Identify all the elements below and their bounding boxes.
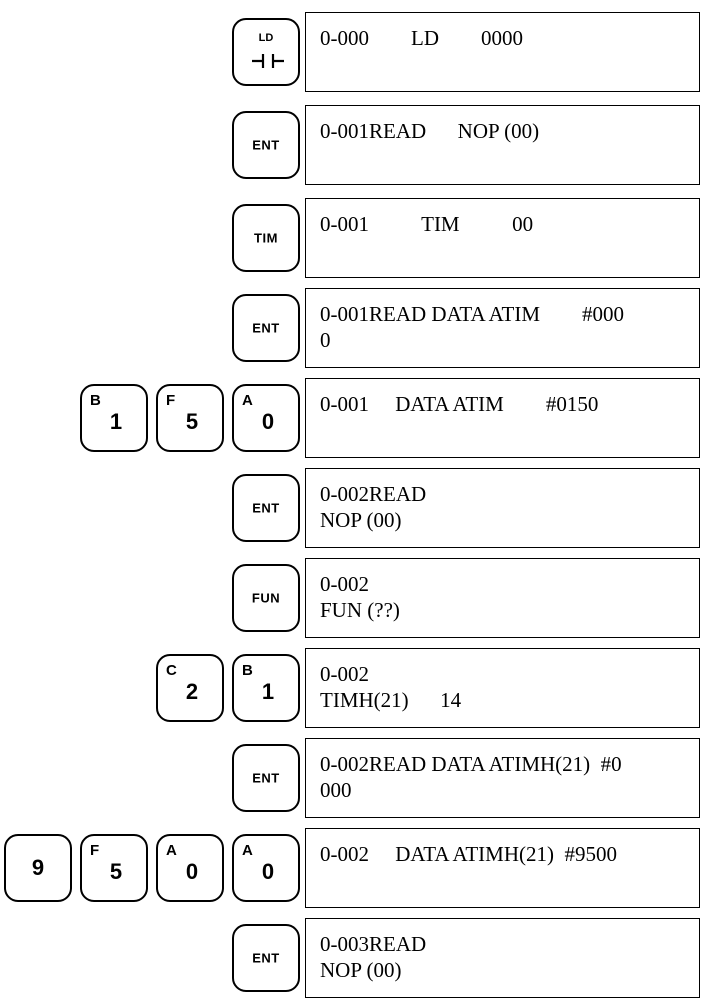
key-hex-label: A (242, 842, 253, 859)
key-digit: 1 (109, 408, 123, 434)
key-label: ENT (252, 950, 280, 966)
lcd-display: 0-001READ NOP (00) (305, 105, 700, 185)
key-hex-label: C (166, 662, 177, 679)
key-digit: 0 (261, 408, 275, 434)
display-line-1: 0-002READ DATA ATIMH(21) #0 (320, 752, 622, 776)
key-hex-label: F (166, 392, 176, 409)
display-line-2: NOP (00) (320, 508, 402, 532)
display-line-2: 0 (320, 328, 331, 352)
digit-key-9[interactable]: 9 (4, 834, 72, 902)
display-line-1: 0-002READ (320, 482, 427, 506)
key-digit: 0 (185, 858, 199, 884)
display-line-1: 0-001READ DATA ATIM #000 (320, 302, 624, 326)
display-line-1: 0-000 LD 0000 (320, 26, 523, 50)
ent-key[interactable]: ENT (232, 744, 300, 812)
ent-key[interactable]: ENT (232, 474, 300, 542)
key-digit: 2 (185, 678, 199, 704)
display-line-1: 0-001 TIM 00 (320, 212, 534, 236)
key-label: ENT (252, 137, 280, 153)
key-hex-label: B (242, 662, 253, 679)
key-digit: 0 (261, 858, 275, 884)
tim-key[interactable]: TIM (232, 204, 300, 272)
key-digit: 1 (261, 678, 275, 704)
display-line-2: NOP (00) (320, 958, 402, 982)
lcd-display: 0-001 TIM 00 (305, 198, 700, 278)
display-line-1: 0-003READ (320, 932, 427, 956)
key-digit: 5 (185, 408, 199, 434)
key-label: ENT (252, 770, 280, 786)
display-line-1: 0-002 DATA ATIMH(21) #9500 (320, 842, 617, 866)
lcd-display: 0-000 LD 0000 (305, 12, 700, 92)
ent-key[interactable]: ENT (232, 924, 300, 992)
lcd-display: 0-001 DATA ATIM #0150 (305, 378, 700, 458)
display-line-2: 000 (320, 778, 352, 802)
display-line-1: 0-002 (320, 572, 369, 596)
lcd-display: 0-002 DATA ATIMH(21) #9500 (305, 828, 700, 908)
display-line-1: 0-002 (320, 662, 369, 686)
key-hex-label: A (242, 392, 253, 409)
contact-symbol-icon (252, 54, 284, 68)
display-line-2: FUN (??) (320, 598, 400, 622)
display-line-1: 0-001READ NOP (00) (320, 119, 540, 143)
key-digit: 5 (109, 858, 123, 884)
display-line-1: 0-001 DATA ATIM #0150 (320, 392, 599, 416)
ent-key[interactable]: ENT (232, 294, 300, 362)
key-digit: 9 (31, 855, 45, 880)
key-hex-label: B (90, 392, 101, 409)
display-line-2: TIMH(21) 14 (320, 688, 462, 712)
key-hex-label: F (90, 842, 100, 859)
ld-key[interactable]: LD (232, 18, 300, 86)
key-hex-label: A (166, 842, 177, 859)
key-label: FUN (251, 590, 281, 606)
fun-key[interactable]: FUN (232, 564, 300, 632)
key-label: ENT (252, 500, 280, 516)
key-label: ENT (252, 320, 280, 336)
key-label: TIM (254, 230, 278, 246)
key-label: LD (258, 32, 274, 44)
ent-key[interactable]: ENT (232, 111, 300, 179)
